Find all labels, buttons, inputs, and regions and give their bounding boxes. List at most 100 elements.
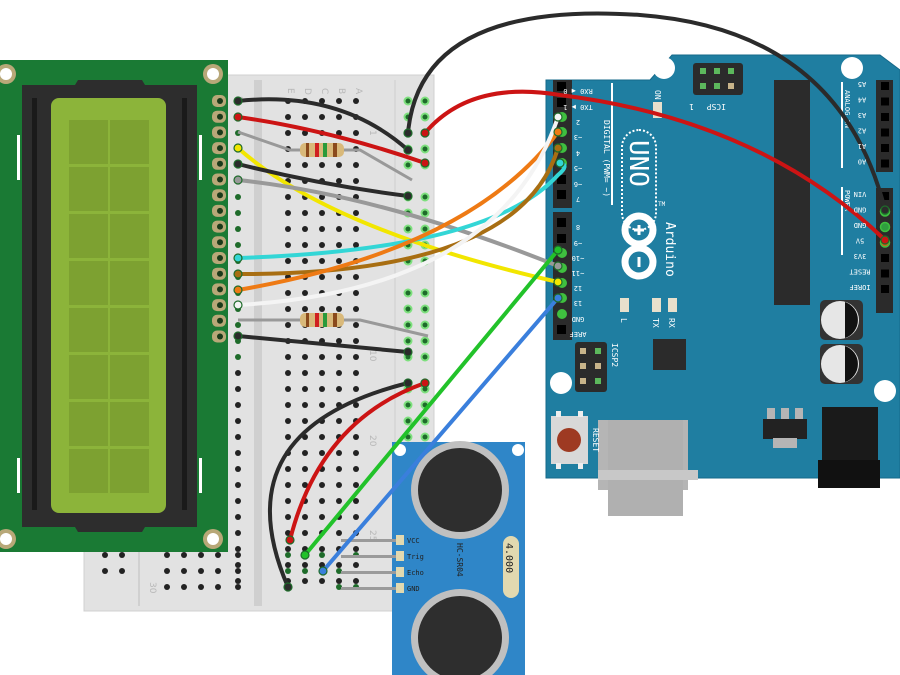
on-led [653, 102, 662, 118]
digital-pin-socket[interactable] [557, 218, 566, 227]
analog-pin-socket[interactable] [881, 82, 889, 90]
row-label: 1 [367, 130, 377, 136]
breadboard-hole [302, 306, 308, 312]
breadboard-hole [302, 114, 308, 120]
breadboard-hole [353, 354, 359, 360]
digital-pin-socket[interactable] [557, 325, 566, 334]
breadboard-hole [420, 288, 430, 298]
breadboard-hole [353, 498, 359, 504]
wire-trig-d10[interactable] [303, 248, 560, 557]
breadboard-hole [353, 162, 359, 168]
breadboard-hole [285, 568, 291, 574]
breadboard-hole [285, 552, 291, 558]
capacitor [820, 300, 863, 340]
lcd-char-cell [110, 449, 149, 493]
digital-pin-socket[interactable] [557, 309, 567, 319]
arduino-brand: Arduino [662, 222, 677, 277]
breadboard-hole [353, 322, 359, 328]
breadboard-hole [319, 578, 325, 584]
tx-led [652, 298, 661, 312]
bezel-clip [17, 458, 20, 493]
rx-led [668, 298, 677, 312]
wire-vcc-lcd2[interactable] [236, 115, 427, 165]
icsp2-pin [595, 378, 601, 384]
wire-end [285, 535, 295, 545]
digital-pin-socket[interactable] [557, 98, 566, 107]
breadboard-hole [235, 584, 241, 590]
lcd-pin [217, 176, 223, 183]
breadboard-hole [403, 336, 413, 346]
wire-rw-gnd[interactable] [236, 162, 410, 198]
analog-pin-socket[interactable] [881, 113, 889, 121]
wire-d4-d5[interactable] [236, 161, 567, 260]
wire-sensor-gnd[interactable] [267, 381, 410, 589]
digital-pin-label: ~6 [574, 180, 582, 188]
column-label: B [336, 88, 346, 94]
breadboard-hole [420, 320, 430, 330]
wire-arduino-5v[interactable] [423, 89, 887, 242]
power-pin-socket[interactable] [881, 192, 889, 200]
breadboard-hole [285, 130, 291, 136]
breadboard-hole [403, 320, 413, 330]
icsp-pin [700, 83, 706, 89]
analog-pin-socket[interactable] [881, 144, 889, 152]
wire-backlight-gnd[interactable] [236, 334, 410, 354]
breadboard-hole [403, 416, 413, 426]
sensor-model-label: HC-SR04 [455, 543, 464, 577]
icsp-label: ICSP [707, 102, 726, 111]
breadboard-hole [181, 584, 187, 590]
digital-pin-socket[interactable] [557, 190, 566, 199]
resistor-1 [237, 130, 413, 182]
digital-pin-socket[interactable] [557, 234, 566, 243]
breadboard-hole [420, 224, 430, 234]
breadboard-hole [235, 482, 241, 488]
breadboard-hole [302, 514, 308, 520]
wire-d6-d3[interactable] [236, 130, 560, 292]
analog-pin-label: A4 [858, 96, 866, 104]
digital-pin-socket[interactable] [557, 175, 566, 184]
breadboard-hole [319, 242, 325, 248]
breadboard-hole [235, 498, 241, 504]
breadboard-hole [336, 274, 342, 280]
analog-pin-label: A2 [858, 127, 866, 135]
wire-end [403, 191, 413, 201]
wire-sensor-vcc[interactable] [288, 381, 427, 542]
power-pin-socket[interactable] [879, 221, 891, 233]
bezel-clip [199, 135, 202, 180]
lcd-char-cell [69, 402, 108, 446]
lcd-pin [217, 192, 223, 199]
wire-end [233, 96, 243, 106]
digital-pin-socket[interactable] [557, 82, 566, 91]
analog-pin-socket[interactable] [881, 97, 889, 106]
lcd-char-cell [110, 120, 149, 164]
wire-arduino-gnd[interactable] [406, 11, 887, 212]
column-label: A [353, 88, 363, 95]
reset-button[interactable] [551, 411, 588, 469]
uno-badge-border [621, 129, 657, 231]
wire-end [553, 261, 563, 271]
breadboard-hole [119, 552, 125, 558]
wire-end [553, 127, 563, 137]
mount-hole [653, 57, 675, 79]
wire-e-d11[interactable] [236, 178, 560, 268]
lcd-pin [217, 270, 223, 277]
wire-echo-d13[interactable] [321, 296, 560, 573]
lcd-pin [217, 207, 223, 214]
wire-gnd-lcd1[interactable] [236, 97, 410, 152]
wire-end [420, 378, 430, 388]
breadboard-hole [235, 370, 241, 376]
analog-pin-socket[interactable] [881, 159, 889, 168]
breadboard-hole [420, 336, 430, 346]
wire-end [880, 205, 890, 215]
wire-end [233, 143, 243, 153]
breadboard-hole [336, 482, 342, 488]
breadboard-hole [336, 130, 342, 136]
breadboard-hole [319, 258, 325, 264]
power-pin-socket[interactable] [881, 285, 889, 293]
power-pin-socket[interactable] [881, 254, 889, 262]
column-label: E [285, 88, 295, 94]
wire-d7-d2[interactable] [236, 115, 560, 307]
analog-pin-socket[interactable] [881, 128, 889, 137]
power-pin-socket[interactable] [881, 269, 889, 278]
